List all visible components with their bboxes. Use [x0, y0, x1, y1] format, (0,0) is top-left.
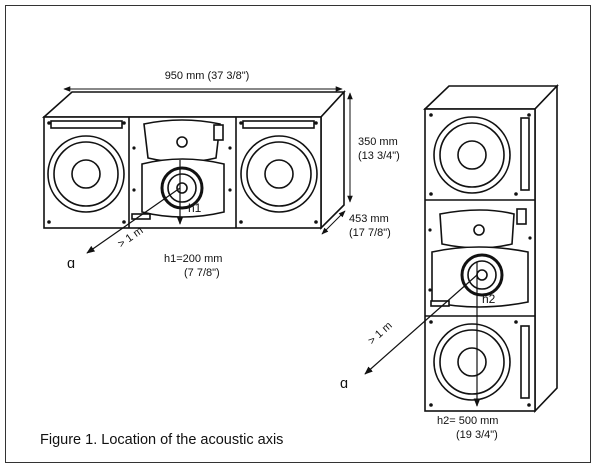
h1-label-in: (7 7/8") — [184, 267, 220, 279]
h2-label-in: (19 3/4") — [456, 429, 498, 441]
distance-label-2: > 1 m — [366, 320, 395, 348]
vertical-speaker — [423, 84, 559, 413]
h2-label-mm: h2= 500 mm — [437, 415, 498, 427]
h1-axis-label: h1 — [188, 201, 202, 215]
listener-symbol-1: ɑ — [67, 256, 75, 272]
depth-label-in: (17 7/8") — [349, 227, 391, 239]
height-label-in: (13 3/4") — [358, 150, 400, 162]
depth-label-mm: 453 mm — [349, 213, 389, 225]
h2-axis-label: h2 — [482, 292, 496, 306]
listening-axis-line-1 — [86, 187, 181, 254]
depth-dimension-line — [321, 210, 346, 235]
figure-caption: Figure 1. Location of the acoustic axis — [40, 432, 283, 448]
height-label-mm: 350 mm — [358, 136, 398, 148]
h1-label-mm: h1=200 mm — [164, 253, 222, 265]
width-label: 950 mm (37 3/8") — [165, 70, 250, 82]
horizontal-speaker — [41, 89, 346, 230]
listener-symbol-2: ɑ — [340, 376, 348, 392]
listening-axis-line-2 — [364, 274, 478, 375]
